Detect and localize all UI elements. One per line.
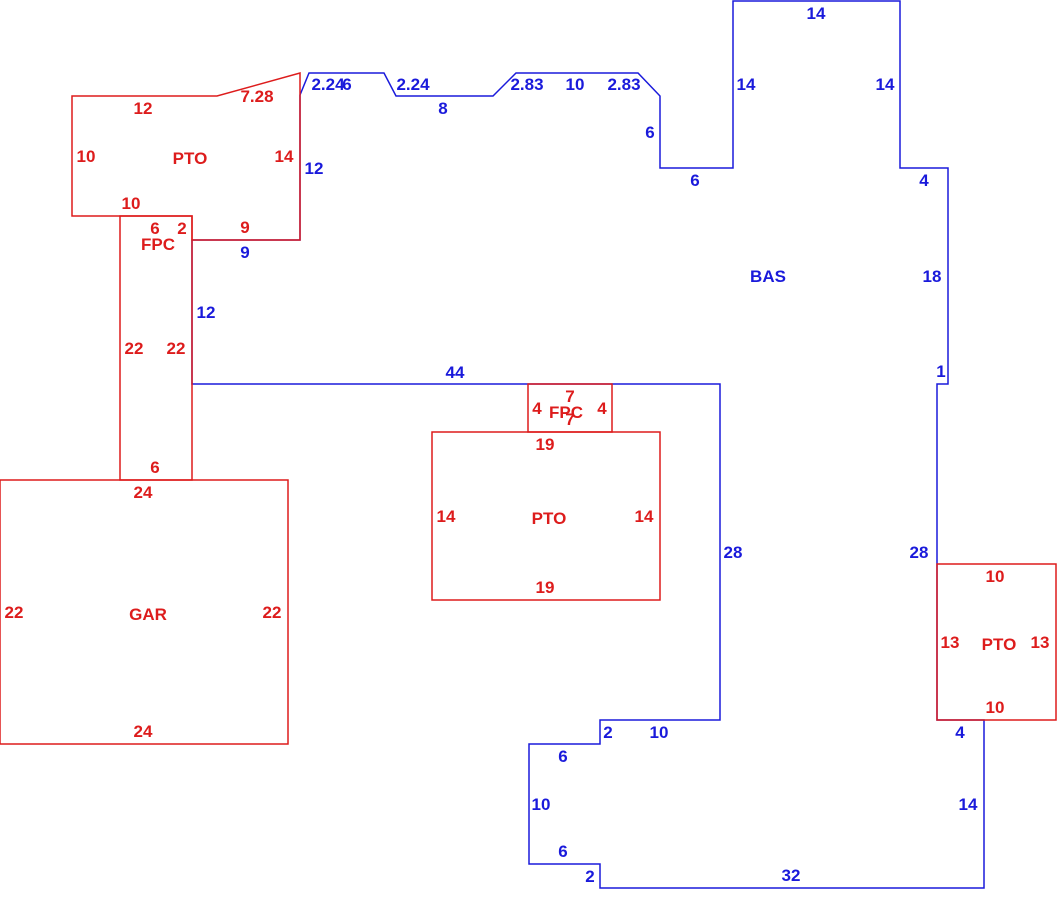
gar-outline: [0, 479, 289, 745]
bas-dim: 2.83: [607, 75, 640, 94]
bas-dim: 2.83: [510, 75, 543, 94]
bas-dim: 10: [650, 723, 669, 742]
bas-dim: 2: [585, 867, 594, 886]
bas-dim: 6: [690, 171, 699, 190]
fpc-left-dim: 2: [177, 219, 186, 238]
pto-right-dim: 13: [1031, 633, 1050, 652]
pto-top-left-dim: 12: [134, 99, 153, 118]
gar-dim: 24: [134, 722, 153, 741]
fpc-left-dim: 22: [125, 339, 144, 358]
bas-dim: 14: [807, 4, 826, 23]
pto-right-dim: 10: [986, 698, 1005, 717]
fpc-center-dim: 4: [532, 399, 542, 418]
fpc-center-dim: 7: [565, 387, 574, 406]
bas-dim: 2.24: [396, 75, 430, 94]
pto-top-left-label: PTO: [173, 149, 208, 168]
bas-dim: 6: [645, 123, 654, 142]
pto-center-dim: 19: [536, 435, 555, 454]
gar-dim: 24: [134, 483, 153, 502]
pto-center-dim: 14: [635, 507, 654, 526]
pto-right-dim: 13: [941, 633, 960, 652]
bas-dim: 32: [782, 866, 801, 885]
bas-dim: 8: [438, 99, 447, 118]
bas-dim: 6: [558, 747, 567, 766]
bas-dim: 9: [240, 243, 249, 262]
bas-dim: 4: [955, 723, 965, 742]
fpc-center-label: FPC: [549, 403, 583, 422]
bas-dim: 6: [342, 75, 351, 94]
fpc-left-dim: 6: [150, 219, 159, 238]
bas-dim: 14: [737, 75, 756, 94]
bas-dim: 6: [558, 842, 567, 861]
pto-center-dim: 19: [536, 578, 555, 597]
bas-dim: 12: [197, 303, 216, 322]
bas-dim: 2.24: [311, 75, 345, 94]
pto-right-dim: 10: [986, 567, 1005, 586]
gar-dim: 22: [263, 603, 282, 622]
bas-label: BAS: [750, 267, 786, 286]
bas-outline: [191, 0, 985, 889]
fpc-center-dim: 4: [597, 399, 607, 418]
bas-dim: 28: [724, 543, 743, 562]
bas-dim: 28: [910, 543, 929, 562]
bas-dim: 18: [923, 267, 942, 286]
pto-top-left-dim: 10: [122, 194, 141, 213]
bas-dim: 14: [959, 795, 978, 814]
pto-top-left-dim: 7.28: [240, 87, 273, 106]
bas-dim: 10: [566, 75, 585, 94]
bas-dim: 12: [305, 159, 324, 178]
pto-center-label: PTO: [532, 509, 567, 528]
bas-dim: 10: [532, 795, 551, 814]
bas-dim: 2: [603, 723, 612, 742]
bas-dim: 14: [876, 75, 895, 94]
fpc-left-label: FPC: [141, 235, 175, 254]
pto-top-left-dim: 14: [275, 147, 294, 166]
fpc-left-dim: 9: [240, 218, 249, 237]
fpc-left-dim: 22: [167, 339, 186, 358]
pto-center-dim: 14: [437, 507, 456, 526]
gar-label: GAR: [129, 605, 167, 624]
bas-dim: 44: [446, 363, 465, 382]
pto-top-left-dim: 10: [77, 147, 96, 166]
bas-dim: 4: [919, 171, 929, 190]
pto-right-label: PTO: [982, 635, 1017, 654]
pto-right-outline: [936, 563, 1057, 721]
fpc-left-dim: 6: [150, 458, 159, 477]
pto-top-left-outline: [71, 72, 301, 241]
pto-center-outline: [431, 431, 661, 601]
bas-dim: 1: [936, 362, 945, 381]
fpc-center-dim: 7: [565, 410, 574, 429]
gar-dim: 22: [5, 603, 24, 622]
